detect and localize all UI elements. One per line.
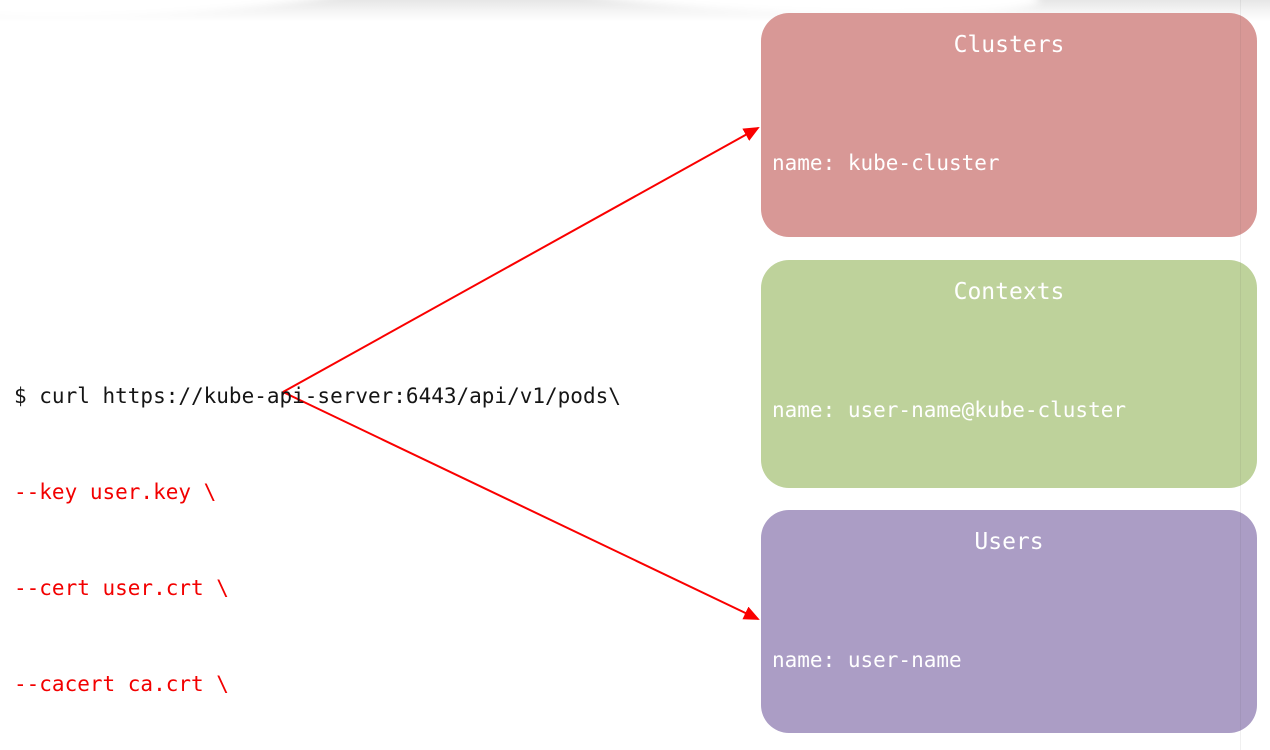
users-yaml: name: user-name user: client-certificate… [761, 585, 1257, 750]
curl-command: $ curl https://kube-api-server:6443/api/… [14, 316, 621, 750]
users-box: Users name: user-name user: client-certi… [761, 510, 1257, 750]
contexts-title: Contexts [953, 279, 1065, 305]
yaml-line: context: [772, 488, 874, 512]
slide-top-highlight-left [0, 0, 361, 27]
contexts-box: Contexts name: user-name@kube-cluster co… [761, 260, 1257, 692]
yaml-line: user: [772, 738, 836, 750]
terminal-line-curl: $ curl https://kube-api-server:6443/api/… [14, 384, 621, 408]
terminal-line-cacert: --cacert ca.crt \ [14, 672, 229, 696]
clusters-title: Clusters [953, 32, 1065, 58]
terminal-line-cert: --cert user.crt \ [14, 576, 229, 600]
yaml-line: name: user-name@kube-cluster [772, 398, 1127, 422]
yaml-line: name: kube-cluster [772, 151, 1000, 175]
clusters-box: Clusters name: kube-cluster cluster: cer… [761, 13, 1257, 445]
column-divider-line [1240, 0, 1241, 750]
users-title: Users [974, 529, 1044, 555]
terminal-line-key: --key user.key \ [14, 480, 217, 504]
yaml-line: name: user-name [772, 648, 962, 672]
